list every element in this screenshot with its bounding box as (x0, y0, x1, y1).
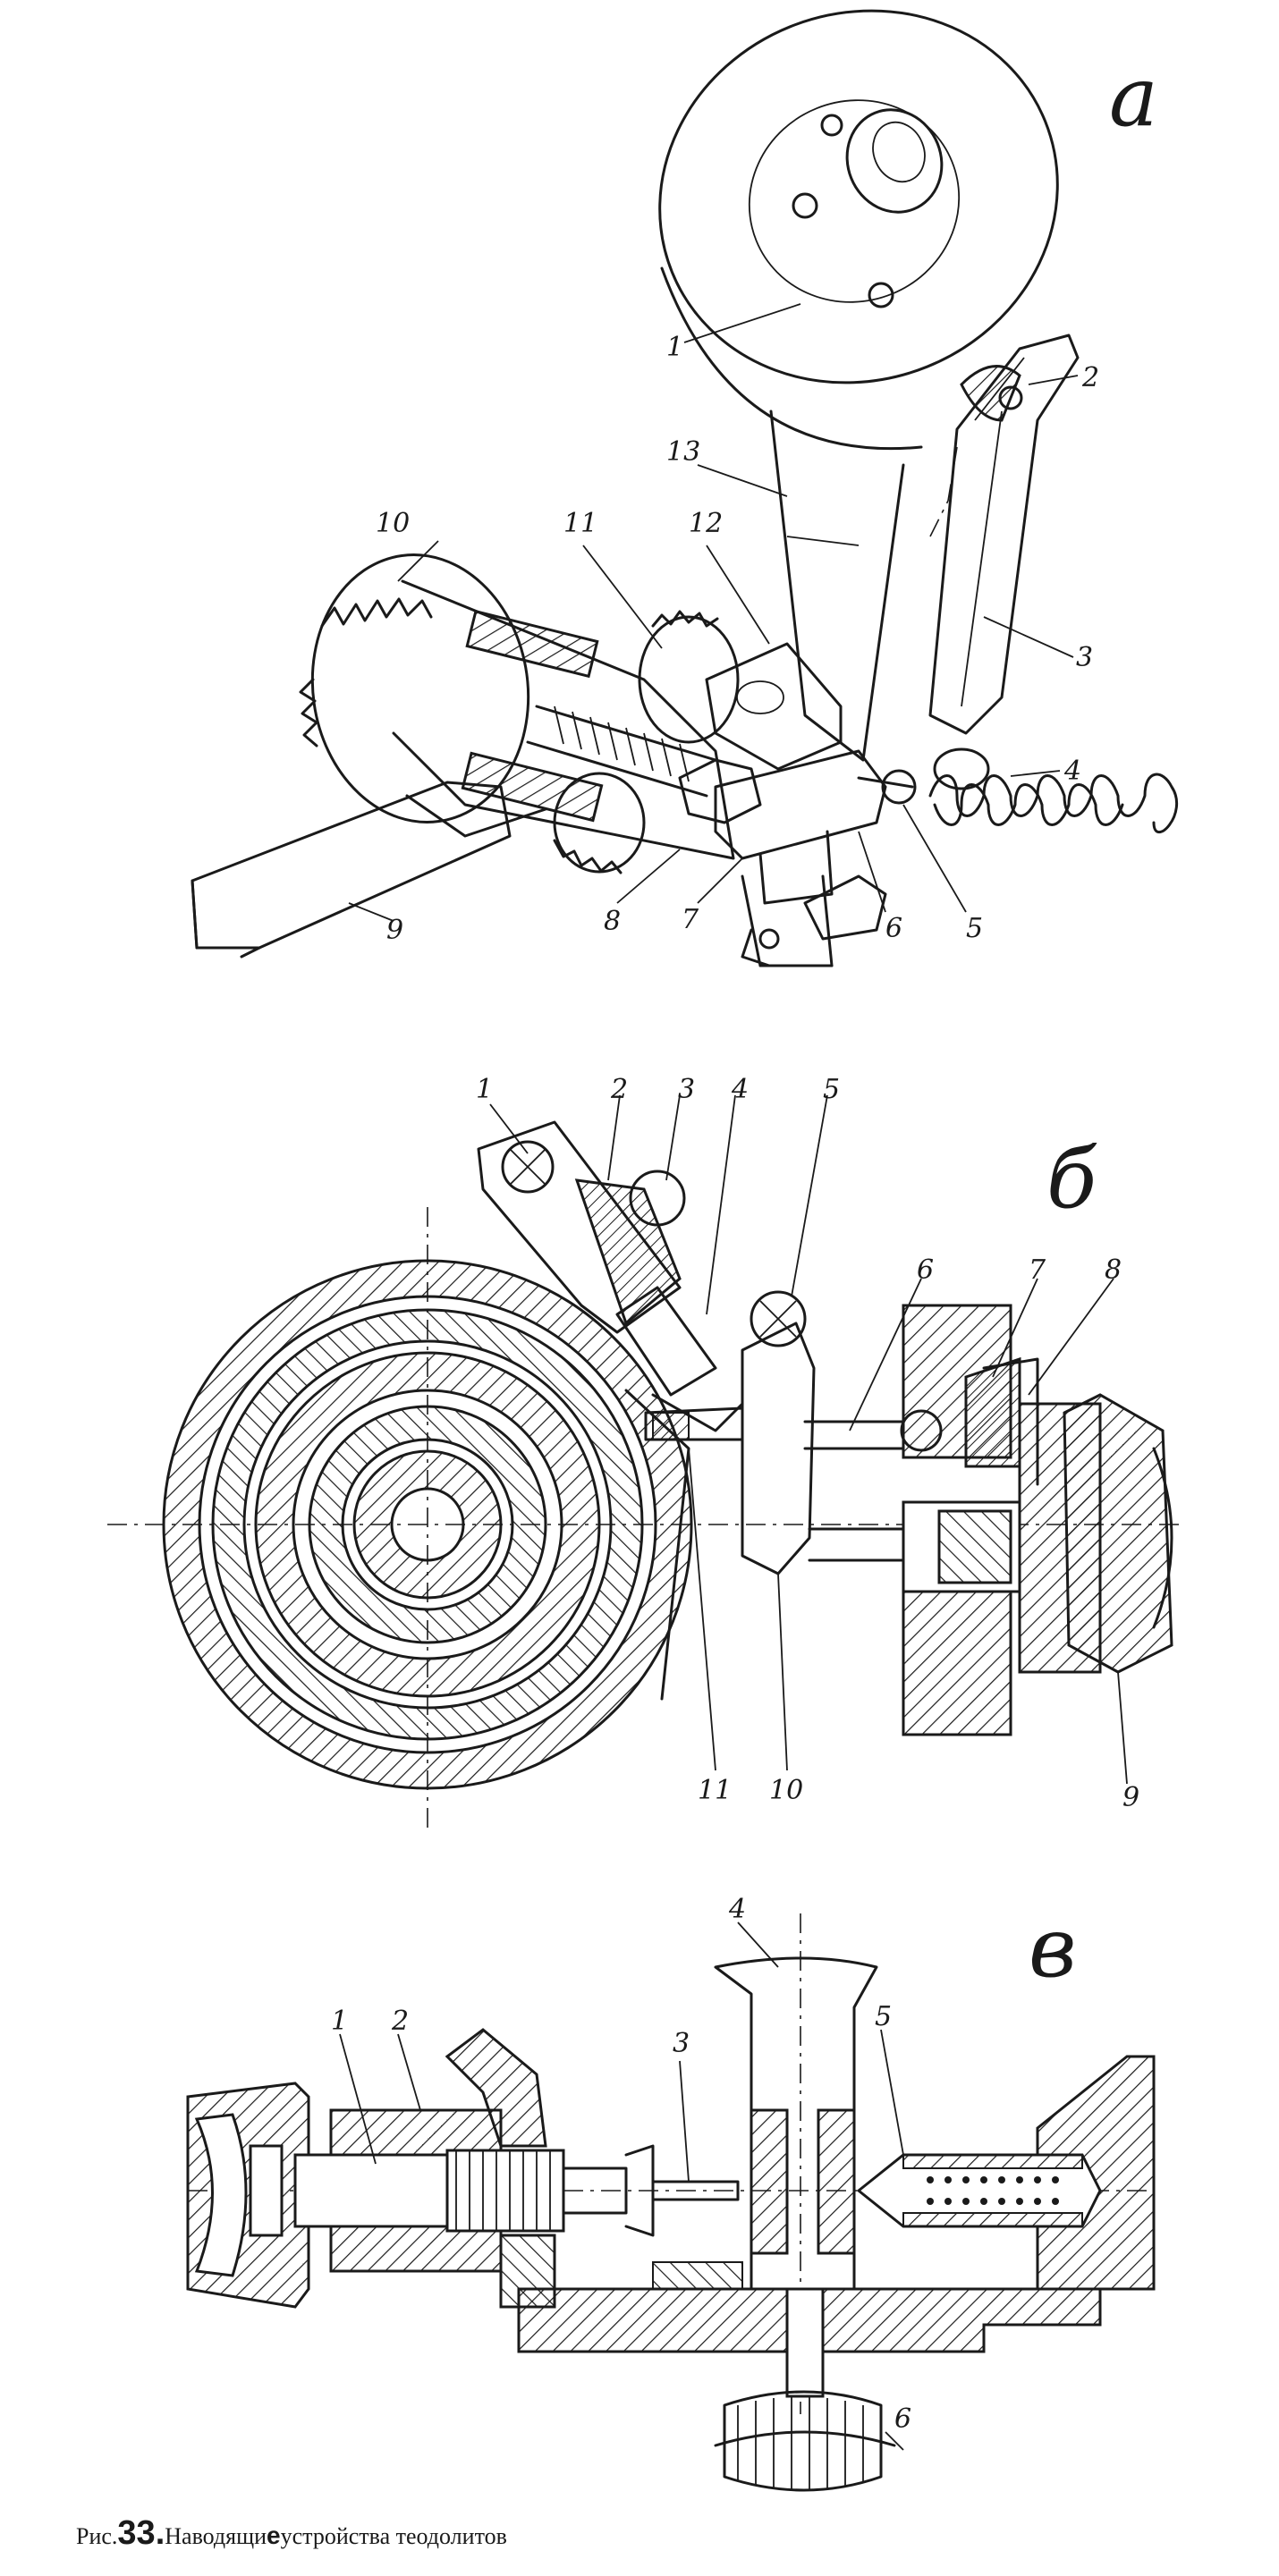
panel-b-label-7: 7 (1029, 1254, 1046, 1286)
panel-v-spring-dots (927, 2176, 1059, 2205)
panel-b-letter: б (1046, 1131, 1097, 1227)
caption-text-d: теодолитов (390, 2523, 507, 2549)
panel-a-callouts: 1 2 3 4 5 6 7 8 9 10 11 12 13 (376, 332, 1099, 946)
panel-b-label-4: 4 (731, 1074, 749, 1105)
panel-a-label-13: 13 (666, 436, 700, 468)
caption-line: Рис.33.Наводящиеустройства теодолитов (76, 2514, 507, 2552)
panel-a-label-4: 4 (1063, 756, 1081, 787)
panel-a-tangent-screw-assembly (299, 553, 1178, 967)
panel-a-clamp-lever (928, 334, 1080, 735)
caption-text-b: е (267, 2521, 281, 2549)
panel-b-label-9: 9 (1122, 1782, 1139, 1813)
panel-a-letter: а (1109, 49, 1158, 145)
caption-text-c: устройства (281, 2523, 391, 2549)
caption-number: 33. (117, 2514, 165, 2552)
panel-a-limb-disc (658, 9, 1059, 451)
caption-prefix: Рис. (76, 2523, 117, 2549)
panel-a-handle (191, 781, 547, 959)
panel-b-clamp-lever (477, 1120, 744, 1432)
panel-v-label-3: 3 (673, 2028, 690, 2059)
figure-caption: Рис.33.Наводящиеустройства теодолитов (76, 2514, 507, 2552)
panel-b-label-11: 11 (698, 1775, 732, 1806)
panel-b-axis-section (107, 1207, 1181, 1833)
panel-a-label-3: 3 (1076, 642, 1093, 673)
panel-b-housing (803, 1304, 1173, 1736)
panel-a-label-2: 2 (1081, 362, 1099, 393)
panel-v: в (186, 1894, 1156, 2492)
panel-v-label-5: 5 (875, 2001, 892, 2032)
panel-v-post (714, 1956, 878, 2398)
panel-v-knob (186, 2082, 310, 2309)
panel-v-letter: в (1029, 1900, 1077, 1996)
panel-b: б (107, 1074, 1181, 1833)
panel-v-label-1: 1 (331, 2006, 348, 2037)
panel-a-label-7: 7 (682, 904, 699, 935)
panel-v-screw (293, 2028, 740, 2309)
panel-a-label-10: 10 (376, 508, 410, 539)
panel-b-label-8: 8 (1105, 1254, 1122, 1286)
panel-a-label-8: 8 (604, 906, 621, 937)
panel-a-label-5: 5 (966, 913, 983, 944)
panel-v-spring-plunger (856, 2153, 1102, 2228)
panel-b-label-1: 1 (476, 1074, 493, 1105)
panel-b-tangent-lever (644, 1290, 816, 1575)
panel-b-label-3: 3 (678, 1074, 695, 1105)
panel-b-leader-lines (489, 1094, 1128, 1785)
caption-text-a: Наводящи (165, 2523, 267, 2549)
panel-a-label-11: 11 (563, 508, 597, 539)
panel-a-alidade-arm (769, 410, 905, 762)
panel-b-label-10: 10 (769, 1775, 803, 1806)
panel-b-label-6: 6 (917, 1254, 934, 1286)
panel-v-leader-lines (339, 1921, 904, 2451)
panel-a-label-12: 12 (689, 508, 723, 539)
panel-a-label-9: 9 (386, 915, 403, 946)
panel-a-label-1: 1 (666, 332, 683, 363)
panel-b-callouts: 1 2 3 4 5 6 7 8 9 10 11 (476, 1074, 1139, 1813)
panel-v-label-6: 6 (894, 2403, 911, 2435)
panel-v-bottom-knob (714, 2390, 896, 2492)
panel-a-leader-lines (348, 303, 1079, 922)
panel-a-label-6: 6 (885, 913, 902, 944)
panel-v-label-2: 2 (391, 2006, 409, 2037)
panel-v-label-4: 4 (728, 1894, 746, 1925)
panel-v-callouts: 1 2 3 4 5 6 (331, 1894, 911, 2435)
panel-b-label-5: 5 (823, 1074, 840, 1105)
panel-a: а (191, 9, 1178, 967)
panel-b-label-2: 2 (610, 1074, 628, 1105)
